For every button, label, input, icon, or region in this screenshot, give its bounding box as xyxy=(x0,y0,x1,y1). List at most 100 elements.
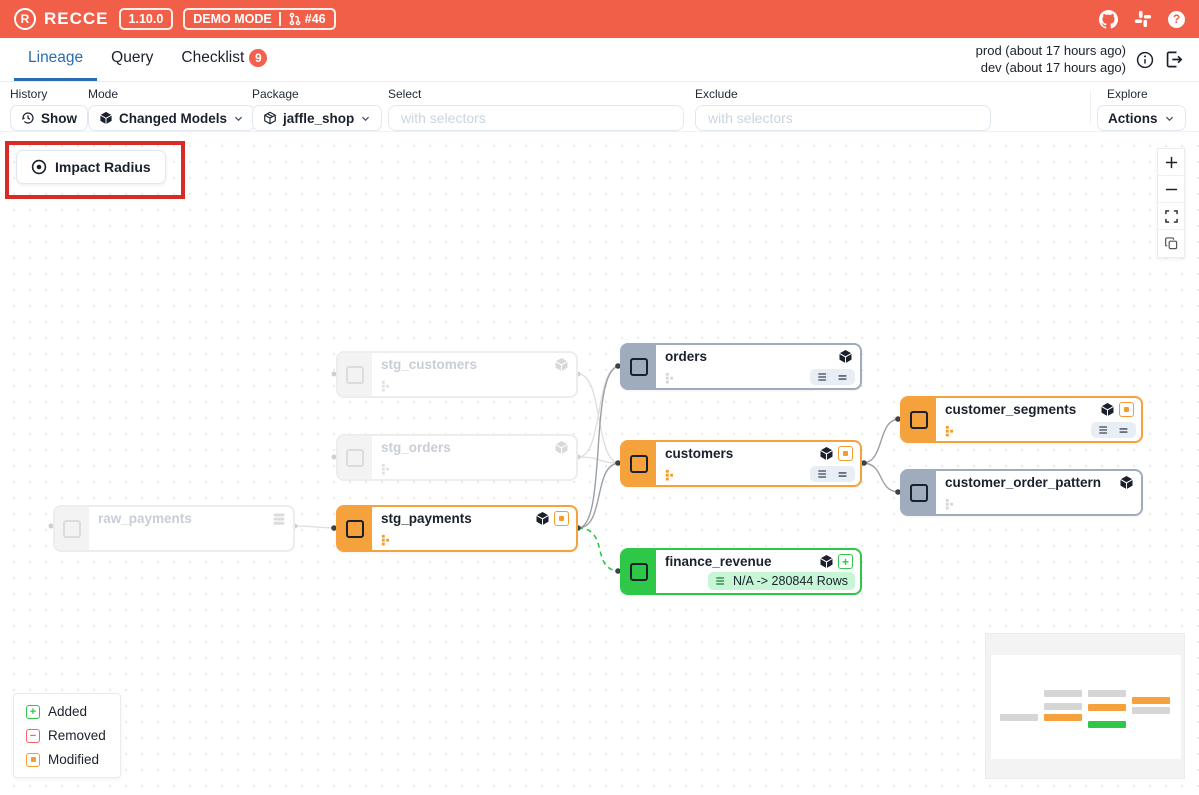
modified-badge-icon xyxy=(1119,402,1134,417)
history-label: History xyxy=(10,87,48,101)
slack-icon[interactable] xyxy=(1134,10,1152,28)
node-checkbox[interactable] xyxy=(346,448,364,467)
minimap-node-stg_orders xyxy=(1044,703,1082,710)
node-status-strip xyxy=(338,353,372,396)
dev-env-line: dev (about 17 hours ago) xyxy=(980,59,1126,75)
lineage-tree-icon xyxy=(945,498,957,510)
tab-query-label: Query xyxy=(111,49,154,66)
history-show-label: Show xyxy=(41,110,77,126)
toolbar-divider xyxy=(1090,90,1091,124)
row-count-badge[interactable]: N/A -> 280844 Rows xyxy=(708,572,855,590)
equals-icon xyxy=(1119,427,1128,433)
history-group: History Show xyxy=(10,87,88,131)
rows-icon xyxy=(716,577,726,585)
node-orders[interactable]: orders xyxy=(620,343,862,390)
node-checkbox[interactable] xyxy=(630,454,648,473)
package-icon xyxy=(264,111,276,125)
plus-icon xyxy=(1165,156,1177,168)
rows-icon xyxy=(818,373,828,381)
actions-label: Actions xyxy=(1108,110,1158,126)
added-icon: + xyxy=(26,704,40,719)
zoom-out-button[interactable] xyxy=(1158,176,1184,203)
select-input[interactable] xyxy=(388,105,684,131)
node-customer_order_pattern[interactable]: customer_order_pattern xyxy=(900,469,1143,516)
package-value: jaffle_shop xyxy=(283,110,355,126)
github-icon[interactable] xyxy=(1099,9,1118,29)
node-customer_segments[interactable]: customer_segments xyxy=(900,396,1143,443)
tab-checklist[interactable]: Checklist 9 xyxy=(167,38,281,81)
explore-group: Explore Actions xyxy=(1097,87,1186,131)
row-count-text: N/A -> 280844 Rows xyxy=(733,574,848,588)
pull-request-ref: #46 xyxy=(288,12,326,26)
checklist-count-badge: 9 xyxy=(249,49,268,67)
legend-modified-label: Modified xyxy=(48,752,100,767)
node-raw_payments[interactable]: raw_payments xyxy=(53,505,295,552)
cube-icon xyxy=(100,111,112,125)
copy-view-button[interactable] xyxy=(1158,230,1184,257)
node-stg_orders[interactable]: stg_orders xyxy=(336,434,578,481)
minimap-node-customers xyxy=(1088,704,1126,711)
impact-radius-button[interactable]: Impact Radius xyxy=(16,150,166,184)
fit-view-button[interactable] xyxy=(1158,203,1184,230)
history-clock-icon xyxy=(22,112,34,124)
removed-icon: − xyxy=(26,728,40,743)
row-count-badge[interactable] xyxy=(810,369,855,385)
select-group: Select xyxy=(388,87,684,131)
node-status-strip xyxy=(338,507,372,550)
row-count-badge[interactable] xyxy=(1091,422,1136,438)
minimap[interactable] xyxy=(985,633,1185,779)
mode-select[interactable]: Changed Models xyxy=(88,105,256,131)
lineage-canvas[interactable]: Impact Radius stg_customers stg_orders xyxy=(0,132,1199,795)
node-customers[interactable]: customers xyxy=(620,440,862,487)
badge-divider xyxy=(278,12,281,26)
mode-label: Mode xyxy=(88,87,119,101)
node-stg_payments[interactable]: stg_payments xyxy=(336,505,578,552)
cube-icon xyxy=(536,511,549,526)
modified-badge-icon xyxy=(838,446,853,461)
equals-icon xyxy=(838,374,847,380)
row-count-badge[interactable] xyxy=(810,466,855,482)
tab-lineage-label: Lineage xyxy=(28,49,84,66)
fit-view-icon xyxy=(1164,209,1178,223)
node-finance_revenue[interactable]: finance_revenue + N/A -> 280844 Rows xyxy=(620,548,862,595)
cube-icon xyxy=(555,440,568,455)
help-icon[interactable]: ? xyxy=(1168,10,1185,28)
info-icon[interactable] xyxy=(1136,51,1154,69)
minimap-node-orders xyxy=(1088,690,1126,697)
exclude-input[interactable] xyxy=(695,105,991,131)
prod-env-line: prod (about 17 hours ago) xyxy=(975,42,1126,58)
lineage-tree-icon xyxy=(381,534,393,546)
node-checkbox[interactable] xyxy=(910,483,928,502)
cube-icon xyxy=(555,357,568,372)
tab-query[interactable]: Query xyxy=(97,38,167,81)
history-show-button[interactable]: Show xyxy=(10,105,88,131)
sign-out-icon[interactable] xyxy=(1164,50,1183,69)
recce-logo-icon: R xyxy=(14,8,36,30)
node-status-strip xyxy=(622,550,656,593)
node-status-strip xyxy=(338,436,372,479)
demo-mode-badge: DEMO MODE #46 xyxy=(183,8,336,30)
tab-lineage[interactable]: Lineage xyxy=(14,38,98,81)
minimap-node-finance_revenue xyxy=(1088,721,1126,728)
package-select[interactable]: jaffle_shop xyxy=(252,105,383,131)
package-label: Package xyxy=(252,87,299,101)
node-checkbox[interactable] xyxy=(630,357,648,376)
mode-group: Mode Changed Models xyxy=(88,87,256,131)
node-checkbox[interactable] xyxy=(910,410,928,429)
zoom-in-button[interactable] xyxy=(1158,149,1184,176)
actions-button[interactable]: Actions xyxy=(1097,105,1186,131)
pr-number: #46 xyxy=(304,12,326,26)
select-label: Select xyxy=(388,87,422,101)
minimap-node-customer_segments xyxy=(1132,697,1170,704)
node-checkbox[interactable] xyxy=(63,519,81,538)
node-title: stg_payments xyxy=(381,511,472,526)
node-stg_customers[interactable]: stg_customers xyxy=(336,351,578,398)
node-checkbox[interactable] xyxy=(346,519,364,538)
legend-removed-label: Removed xyxy=(48,728,106,743)
node-status-strip xyxy=(55,507,89,550)
minimap-node-stg_customers xyxy=(1044,690,1082,697)
version-label: 1.10.0 xyxy=(128,12,164,26)
node-checkbox[interactable] xyxy=(630,562,648,581)
node-checkbox[interactable] xyxy=(346,365,364,384)
app-header: R RECCE 1.10.0 DEMO MODE #46 ? xyxy=(0,0,1199,38)
